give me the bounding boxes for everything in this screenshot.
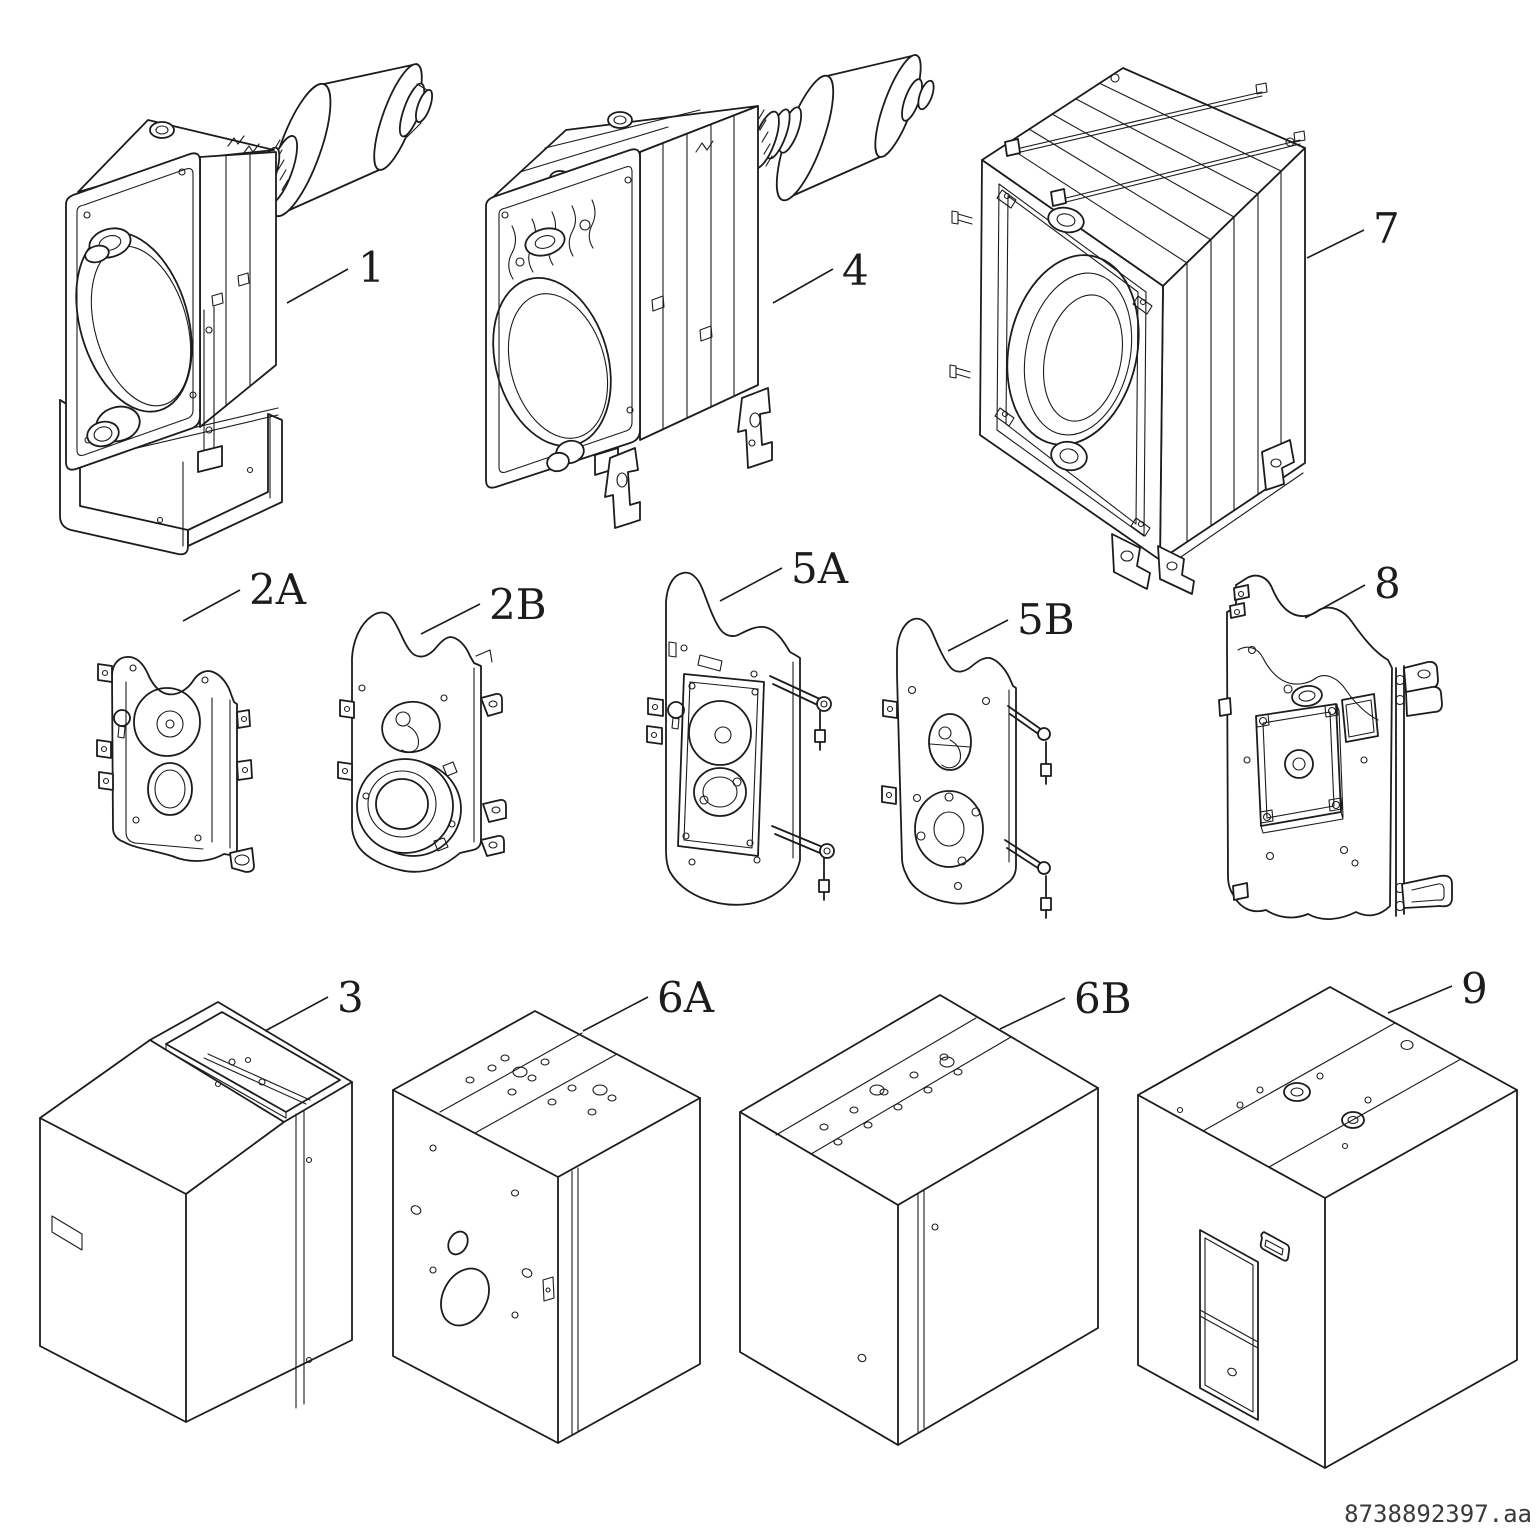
callout-label-4: 4 <box>842 246 869 295</box>
part-4-feet <box>604 387 773 529</box>
part-5B-keyhole-boss <box>928 713 972 771</box>
part-4-burner-silencer <box>750 52 935 202</box>
part-8-burner-door-plate <box>1218 574 1453 920</box>
leader-4 <box>772 268 834 304</box>
part-8-corner-tabs <box>1218 584 1250 901</box>
part-2B-side-brackets <box>337 649 507 857</box>
part-5B-toggle-bolts <box>1004 705 1052 919</box>
part-6B-top-hatch-band <box>775 1017 1012 1155</box>
part-6A-casing <box>392 1010 701 1444</box>
part-5A-toggle-bolts <box>769 675 835 901</box>
part-2B-keyhole-plate <box>381 700 441 754</box>
leader-6A <box>582 996 649 1032</box>
callout-label-7: 7 <box>1373 204 1400 253</box>
part-6A-door-seam <box>571 1167 579 1436</box>
callout-label-6B: 6B <box>1074 974 1132 1023</box>
part-3-casing <box>39 1001 353 1423</box>
part-6B-door-seam <box>917 1189 939 1433</box>
part-9-door-handle-slot <box>1259 1231 1291 1262</box>
leader-7 <box>1306 229 1365 259</box>
part-4-heat-exchanger-assembly <box>485 52 935 529</box>
part-6A-front-holes <box>410 1144 555 1327</box>
part-6B-casing <box>739 994 1099 1446</box>
part-8-id-plate <box>1341 693 1379 743</box>
leader-8 <box>1304 584 1366 619</box>
callout-label-3: 3 <box>337 973 364 1022</box>
part-1-block-body <box>77 119 277 428</box>
leader-2B <box>420 603 481 635</box>
leader-3 <box>264 996 329 1032</box>
part-3-top-hatch <box>165 1011 341 1119</box>
part-5B-side-brackets <box>881 699 898 805</box>
part-3-vent-label <box>51 1215 83 1251</box>
part-8-hinge-channel <box>1394 660 1453 917</box>
part-8-sight-flange <box>1283 684 1323 708</box>
part-6A-top-hatch-band <box>439 1032 618 1134</box>
part-1-heat-exchanger-assembly <box>59 62 433 556</box>
callout-label-2A: 2A <box>249 565 307 614</box>
part-1-hinge-channel <box>197 306 223 473</box>
callout-label-8: 8 <box>1374 559 1401 608</box>
leader-5A <box>719 567 783 602</box>
callout-label-5A: 5A <box>791 544 849 593</box>
leader-2A <box>182 589 241 622</box>
part-2B-door-panel <box>337 611 507 873</box>
part-4-front-door-frame <box>485 148 641 489</box>
leader-1 <box>286 268 349 304</box>
part-9-recessed-door <box>1199 1229 1291 1421</box>
callout-label-2B: 2B <box>489 580 547 629</box>
part-1-base-frame <box>59 399 283 556</box>
leader-5B <box>947 619 1009 652</box>
part-5B-round-flange <box>914 790 984 868</box>
part-7-heat-exchanger-block <box>949 67 1306 595</box>
part-2B-burner-flange <box>356 758 462 857</box>
callout-label-9: 9 <box>1461 964 1488 1013</box>
part-9-casing <box>1137 986 1518 1469</box>
leader-6B <box>999 997 1066 1030</box>
callout-labels: 1 4 7 2A 2B 5A 5B 8 3 6A 6B 9 <box>249 204 1488 1023</box>
part-5B-door-panel <box>881 617 1052 919</box>
part-2A-side-brackets <box>96 663 255 873</box>
callout-label-6A: 6A <box>657 973 715 1022</box>
document-code: 8738892397.aa <box>1344 1500 1532 1528</box>
part-8-mounting-plate <box>1255 703 1344 834</box>
part-5A-gasket-frame <box>677 673 765 857</box>
part-3-door-seam <box>295 1109 313 1409</box>
part-7-feet <box>1111 439 1295 595</box>
callout-label-1: 1 <box>358 243 385 292</box>
part-2A-door-panel <box>96 656 255 873</box>
leader-9 <box>1387 985 1453 1014</box>
callout-leaders <box>182 229 1453 1032</box>
part-1-lower-boss <box>86 405 141 448</box>
part-9-top-hatch-band <box>1176 1022 1462 1168</box>
callout-label-5B: 5B <box>1017 595 1075 644</box>
part-5A-door-panel <box>646 571 835 906</box>
part-5A-side-brackets <box>646 697 664 745</box>
part-1-front-door-frame <box>65 152 201 471</box>
